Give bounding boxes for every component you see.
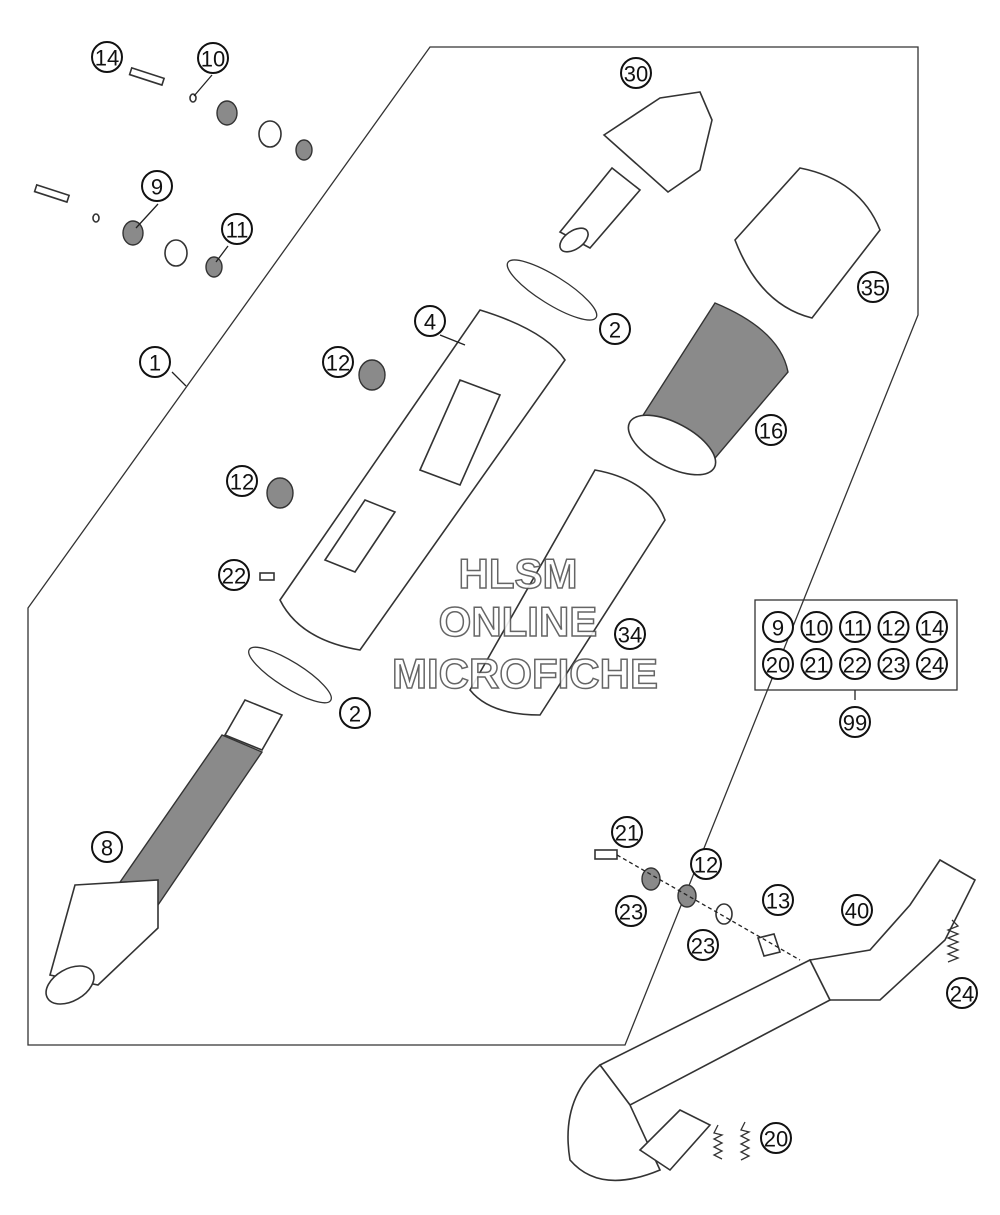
kit-item-20: 20 [762, 648, 794, 680]
svg-text:4: 4 [424, 310, 436, 335]
grommet-lower [266, 477, 294, 509]
svg-text:34: 34 [618, 623, 642, 648]
callout-20: 20 [760, 1122, 792, 1154]
callout-10: 10 [197, 42, 229, 74]
svg-text:9: 9 [151, 175, 163, 200]
callout-21: 21 [611, 816, 643, 848]
spring-20a [712, 1124, 724, 1160]
watermark-line-1: HLSM [459, 550, 578, 597]
kit-item-21: 21 [800, 648, 833, 680]
kit-box [754, 599, 958, 691]
end-cap [558, 91, 713, 253]
grommet-upper [358, 359, 386, 391]
callout-16: 16 [755, 414, 787, 446]
svg-text:12: 12 [326, 351, 350, 376]
kit-item-23: 23 [877, 648, 910, 680]
svg-text:12: 12 [881, 616, 905, 641]
kit-item-24: 24 [916, 648, 948, 680]
svg-text:12: 12 [230, 470, 254, 495]
outer-sleeve [734, 167, 881, 319]
watermark-line-3: MICROFICHE [392, 650, 658, 697]
gasket-lower [248, 646, 332, 704]
svg-text:35: 35 [861, 276, 885, 301]
callout-12: 12 [322, 346, 354, 378]
svg-text:2: 2 [609, 318, 621, 343]
svg-text:21: 21 [804, 653, 828, 678]
inner-tube [45, 698, 284, 1005]
leader-lines [135, 74, 856, 700]
header-hardware [594, 849, 801, 961]
callout-23: 23 [615, 895, 647, 927]
kit-item-11: 11 [839, 611, 871, 643]
muffler-shell [279, 309, 566, 651]
svg-text:11: 11 [226, 218, 249, 243]
svg-text:23: 23 [881, 653, 905, 678]
callout-1: 1 [139, 346, 171, 378]
svg-text:11: 11 [844, 616, 867, 641]
kit-item-14: 14 [916, 611, 948, 643]
svg-text:16: 16 [759, 419, 783, 444]
svg-text:20: 20 [764, 1127, 788, 1152]
svg-text:13: 13 [766, 889, 790, 914]
callout-22: 22 [218, 559, 250, 591]
kit-item-10: 10 [800, 611, 833, 643]
callout-9: 9 [141, 170, 173, 202]
watermark: HLSM ONLINE MICROFICHE [391, 549, 659, 698]
callout-8: 8 [91, 831, 123, 863]
svg-text:20: 20 [766, 653, 790, 678]
svg-text:9: 9 [772, 616, 784, 641]
mounting-hardware [33, 66, 313, 278]
svg-text:14: 14 [920, 616, 944, 641]
spring-20b [739, 1121, 751, 1161]
kit-item-22: 22 [839, 648, 871, 680]
svg-text:22: 22 [222, 564, 246, 589]
callout-2: 2 [339, 697, 371, 729]
svg-text:30: 30 [624, 62, 648, 87]
callout-13: 13 [762, 884, 794, 916]
perforated-core [627, 302, 789, 476]
screw-22 [259, 572, 275, 581]
svg-text:14: 14 [95, 46, 119, 71]
header-pipe [567, 858, 977, 1182]
svg-text:2: 2 [349, 702, 361, 727]
callout-14: 14 [91, 41, 123, 73]
kit-box-row-1: 9 10 11 12 14 [762, 611, 948, 643]
callout-11: 11 [221, 213, 253, 245]
kit-item-12: 12 [877, 611, 910, 643]
watermark-line-2: ONLINE [439, 598, 598, 645]
callout-2: 2 [599, 313, 631, 345]
callout-34: 34 [614, 618, 646, 650]
kit-item-9: 9 [762, 611, 794, 643]
svg-text:24: 24 [950, 982, 974, 1007]
svg-text:22: 22 [843, 653, 867, 678]
svg-text:21: 21 [615, 821, 639, 846]
callout-4: 4 [414, 305, 446, 337]
callout-30: 30 [620, 57, 652, 89]
svg-text:10: 10 [804, 616, 828, 641]
svg-text:23: 23 [619, 900, 643, 925]
kit-box-row-2: 20 21 22 23 24 [762, 648, 948, 680]
callout-23: 23 [687, 929, 719, 961]
svg-text:1: 1 [149, 351, 161, 376]
callout-12: 12 [226, 465, 258, 497]
svg-text:10: 10 [201, 47, 225, 72]
svg-text:8: 8 [101, 836, 113, 861]
svg-text:24: 24 [920, 653, 944, 678]
svg-text:99: 99 [843, 711, 867, 736]
callout-99: 99 [839, 706, 871, 738]
insulation-packing [469, 469, 666, 716]
callout-24: 24 [946, 977, 978, 1009]
assembly-outline [27, 46, 919, 1046]
callout-12: 12 [690, 848, 722, 880]
svg-text:40: 40 [845, 899, 869, 924]
callout-35: 35 [857, 271, 889, 303]
gasket-upper [506, 259, 598, 321]
svg-text:23: 23 [691, 934, 715, 959]
spring-24 [946, 919, 960, 963]
callout-40: 40 [841, 894, 873, 926]
svg-text:12: 12 [694, 853, 718, 878]
